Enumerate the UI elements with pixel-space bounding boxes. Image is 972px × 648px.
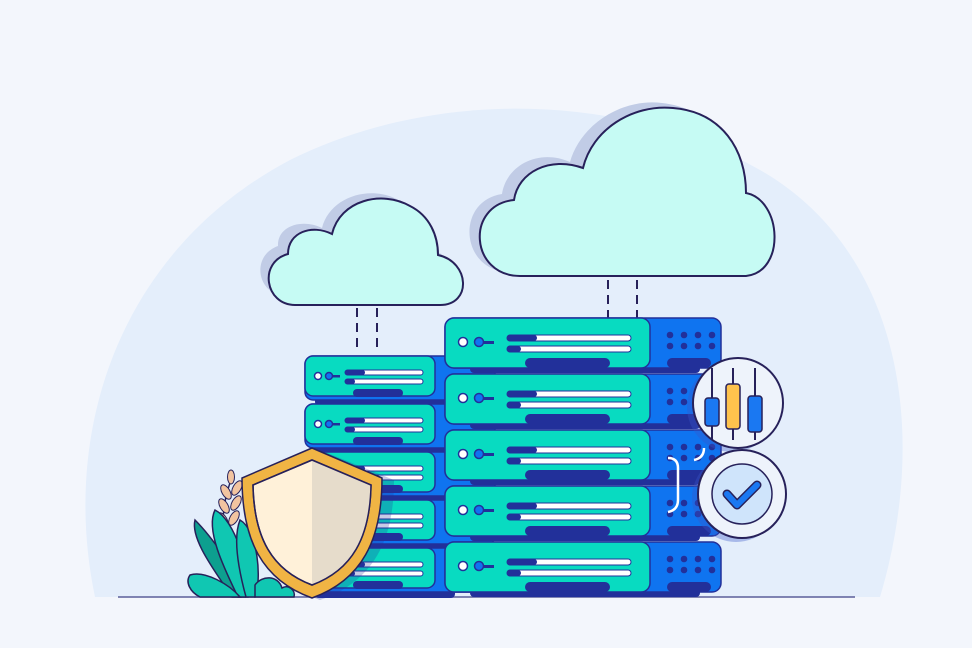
candlestick-chart-badge — [687, 357, 784, 452]
checkmark-badge — [692, 449, 787, 542]
right-server-stack — [444, 317, 722, 598]
security-shield — [241, 447, 394, 600]
small-cloud — [260, 193, 464, 306]
large-cloud — [469, 102, 776, 277]
